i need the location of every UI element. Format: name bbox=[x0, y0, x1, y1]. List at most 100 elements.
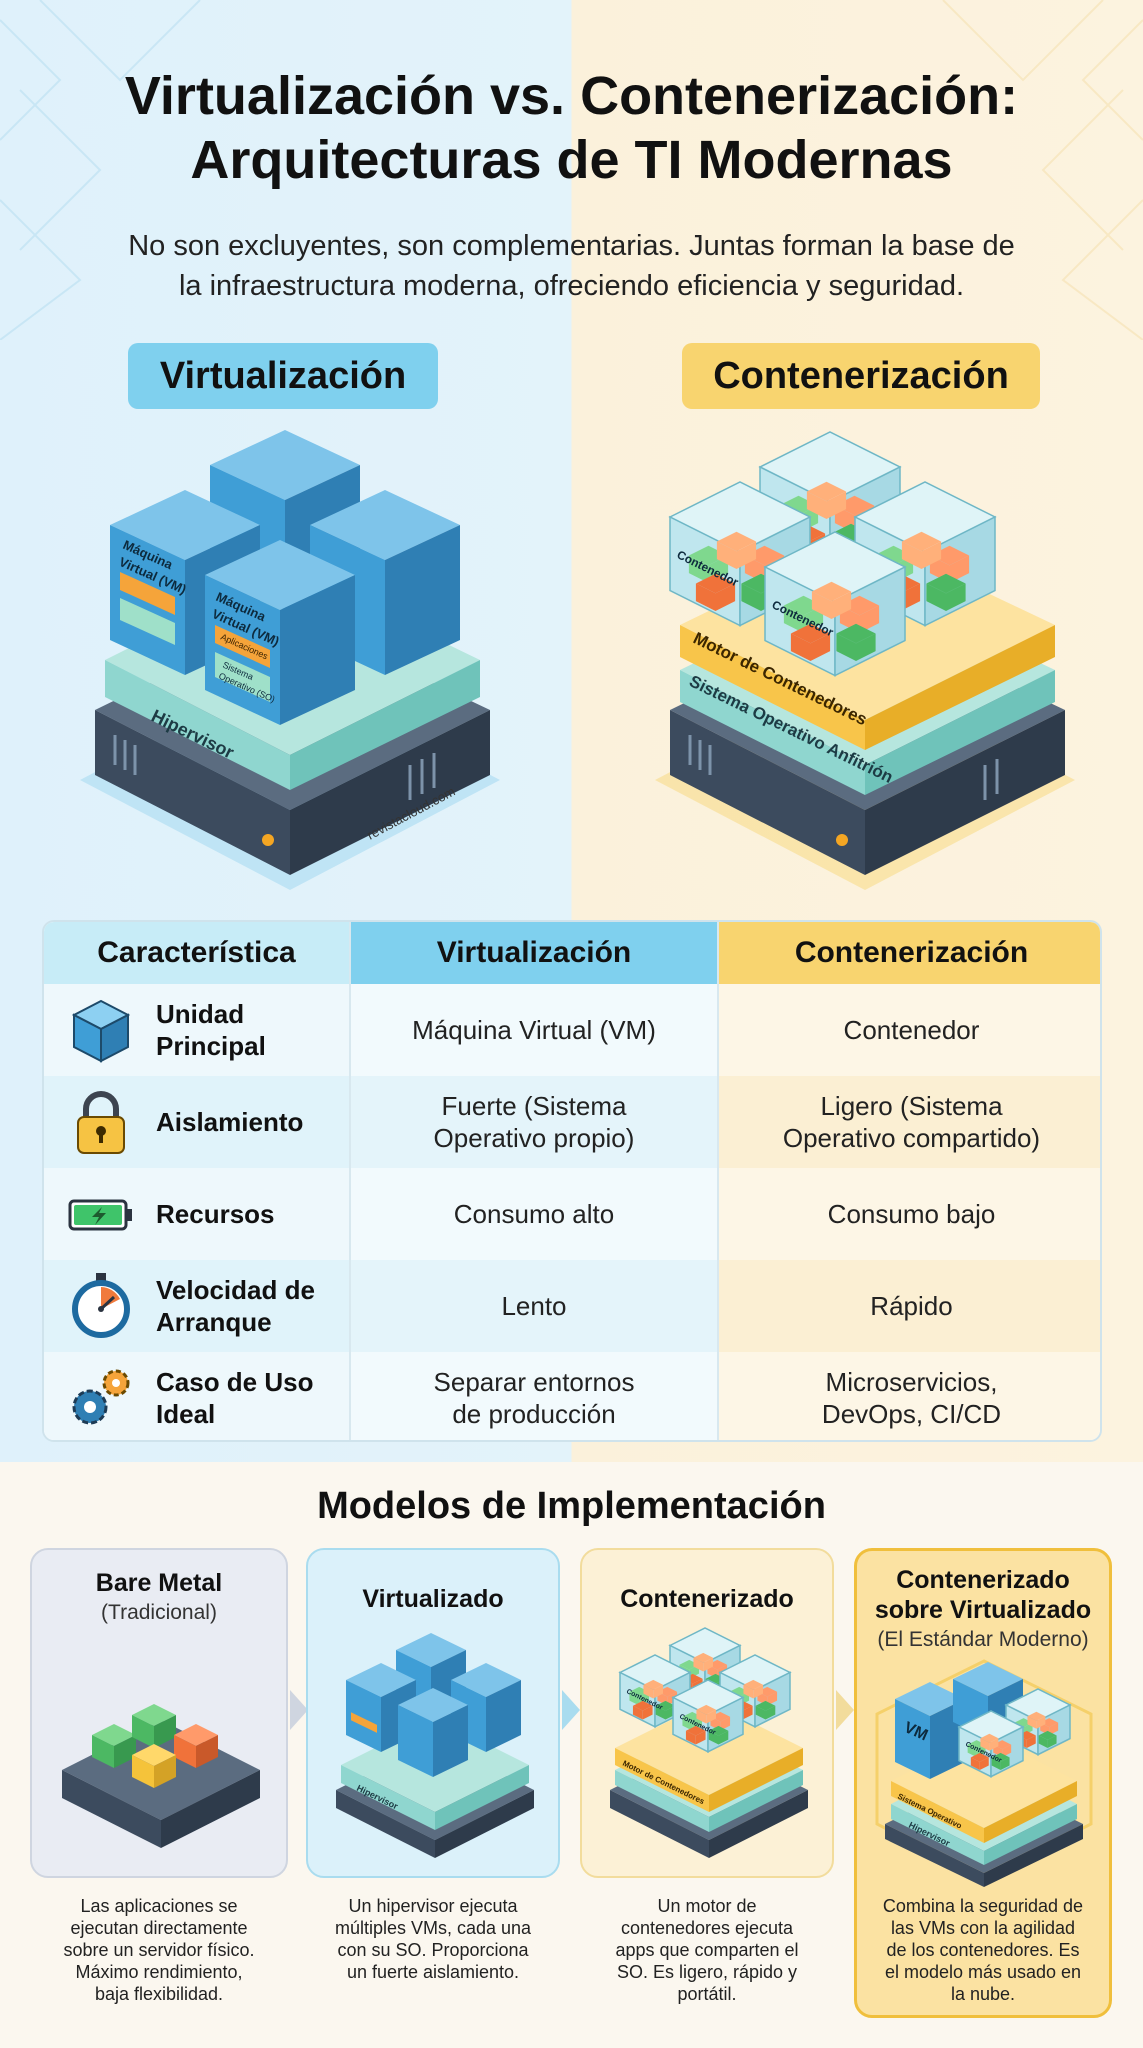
desc-line: ejecutan directamente bbox=[70, 1918, 248, 1938]
container-face bbox=[708, 1725, 729, 1736]
container-face bbox=[655, 1700, 676, 1711]
table-header-row: Característica Virtualización Conteneriz… bbox=[44, 922, 1100, 984]
container-face bbox=[979, 1757, 989, 1770]
value-line-1: Consumo alto bbox=[453, 1199, 615, 1229]
container-face bbox=[836, 633, 856, 661]
feature-line-2: Principal bbox=[156, 1031, 266, 1061]
container-face bbox=[980, 1738, 990, 1751]
bare-metal-illustration bbox=[62, 1704, 260, 1848]
container-face bbox=[657, 1686, 678, 1697]
containerization-pill: Contenerización bbox=[682, 343, 1040, 409]
container-face bbox=[921, 541, 942, 569]
container-face bbox=[710, 1711, 731, 1722]
subtitle-line-1: No son excluyentes, son complementarias.… bbox=[128, 230, 1015, 262]
feature-line-1: Aislamiento bbox=[156, 1107, 304, 1137]
container-face bbox=[831, 591, 852, 619]
container-face bbox=[810, 633, 831, 661]
feature-line-2: Ideal bbox=[156, 1399, 216, 1429]
container-face bbox=[1047, 1735, 1057, 1748]
containerization-cell: Contenedor bbox=[719, 984, 1100, 1076]
desc-line: las VMs con la agilidad bbox=[890, 1918, 1076, 1938]
container-face bbox=[901, 541, 922, 569]
container-face bbox=[1002, 1744, 1012, 1758]
value-line-1: Máquina Virtual (VM) bbox=[412, 1015, 656, 1045]
container-face bbox=[642, 1705, 653, 1720]
container-face bbox=[655, 1705, 666, 1720]
value-line-2: Operativo compartido) bbox=[782, 1123, 1041, 1153]
desc-line: sobre un servidor físico. bbox=[63, 1940, 255, 1960]
container-face bbox=[991, 1752, 1010, 1762]
desc-line: un fuerte aislamiento. bbox=[346, 1962, 520, 1982]
container-face bbox=[716, 541, 737, 569]
container-face bbox=[949, 555, 970, 583]
feature-line-1: Recursos bbox=[156, 1199, 275, 1229]
desc-line: Un hipervisor ejecuta bbox=[348, 1896, 518, 1916]
value-line-1: Rápido bbox=[870, 1291, 953, 1321]
title-line-1: Virtualización vs. Contenerización: bbox=[124, 66, 1019, 126]
container-face bbox=[682, 1716, 693, 1731]
arrow-icon bbox=[836, 1690, 854, 1730]
card-title-line-2: sobre Virtualizado bbox=[874, 1596, 1092, 1624]
container-face bbox=[757, 1686, 778, 1697]
container-face bbox=[967, 1744, 977, 1758]
feature-cell: Aislamiento bbox=[44, 1076, 351, 1168]
feature-line-1: Caso de Uso bbox=[156, 1367, 314, 1397]
container-face bbox=[970, 1757, 980, 1770]
container-face bbox=[1036, 1716, 1046, 1729]
container-face bbox=[1038, 1735, 1048, 1748]
virtualization-cell: Consumo alto bbox=[351, 1168, 719, 1260]
container-face bbox=[667, 1691, 678, 1706]
container-face bbox=[753, 1684, 764, 1699]
models-title: Modelos de Implementación bbox=[317, 1485, 826, 1527]
value-line-1: Microservicios, bbox=[825, 1367, 998, 1397]
containerized-illustration: Motor de Contenedores ContenedorContened… bbox=[610, 1627, 808, 1858]
containerization-cell: Rápido bbox=[719, 1260, 1100, 1352]
card-title: Virtualizado bbox=[362, 1585, 504, 1613]
container-face bbox=[720, 1716, 731, 1731]
value-line-2: de producción bbox=[452, 1399, 616, 1429]
value-line-1: Ligero (Sistema bbox=[820, 1091, 1003, 1121]
container-face bbox=[679, 1659, 700, 1670]
virtualization-pill: Virtualización bbox=[128, 343, 438, 409]
page-subtitle: No son excluyentes, son complementarias.… bbox=[60, 226, 1083, 306]
value-line-1: Fuerte (Sistema bbox=[441, 1091, 627, 1121]
model-card-containerized-on-virtualized: Contenerizado sobre Virtualizado (El Est… bbox=[854, 1548, 1112, 2018]
container-face bbox=[743, 1684, 754, 1699]
page-title: Virtualización vs. Contenerización: Arqu… bbox=[0, 64, 1143, 192]
container-face bbox=[685, 1725, 706, 1736]
feature-line-2: Arranque bbox=[156, 1307, 272, 1337]
mini-container-group: Contenedor bbox=[957, 1688, 1072, 1778]
container-face bbox=[926, 583, 946, 611]
container-face bbox=[743, 1679, 764, 1690]
card-subtitle: (Tradicional) bbox=[101, 1601, 217, 1624]
vm-front: Máquina Virtual (VM) Aplicaciones Sistem… bbox=[205, 540, 355, 725]
desc-line: apps que comparten el bbox=[615, 1940, 799, 1960]
container-face bbox=[718, 1730, 729, 1745]
value-line-1: Contenedor bbox=[843, 1015, 980, 1045]
value-line-1: Consumo bajo bbox=[827, 1199, 996, 1229]
container-face bbox=[967, 1740, 986, 1750]
card-title: Contenerizado bbox=[620, 1585, 794, 1613]
container-face bbox=[856, 633, 876, 661]
desc-line: baja flexibilidad. bbox=[94, 1984, 224, 2004]
desc-line: múltiples VMs, cada una bbox=[334, 1918, 532, 1938]
container-face bbox=[688, 555, 709, 583]
container-face bbox=[729, 1686, 750, 1697]
container-face bbox=[765, 1705, 776, 1720]
container-face bbox=[755, 1705, 766, 1720]
desc-line: el modelo más usado en bbox=[884, 1962, 1082, 1982]
container-face bbox=[708, 1730, 719, 1745]
container-face bbox=[1027, 1716, 1037, 1729]
virtualization-cell: Máquina Virtual (VM) bbox=[351, 984, 719, 1076]
virtualization-cell: Lento bbox=[351, 1260, 719, 1352]
desc-line: de los contenedores. Es bbox=[886, 1940, 1080, 1960]
container-face bbox=[806, 491, 827, 519]
container-face bbox=[706, 1709, 717, 1724]
desc-line: Las aplicaciones se bbox=[80, 1896, 238, 1916]
container-face bbox=[811, 591, 832, 619]
